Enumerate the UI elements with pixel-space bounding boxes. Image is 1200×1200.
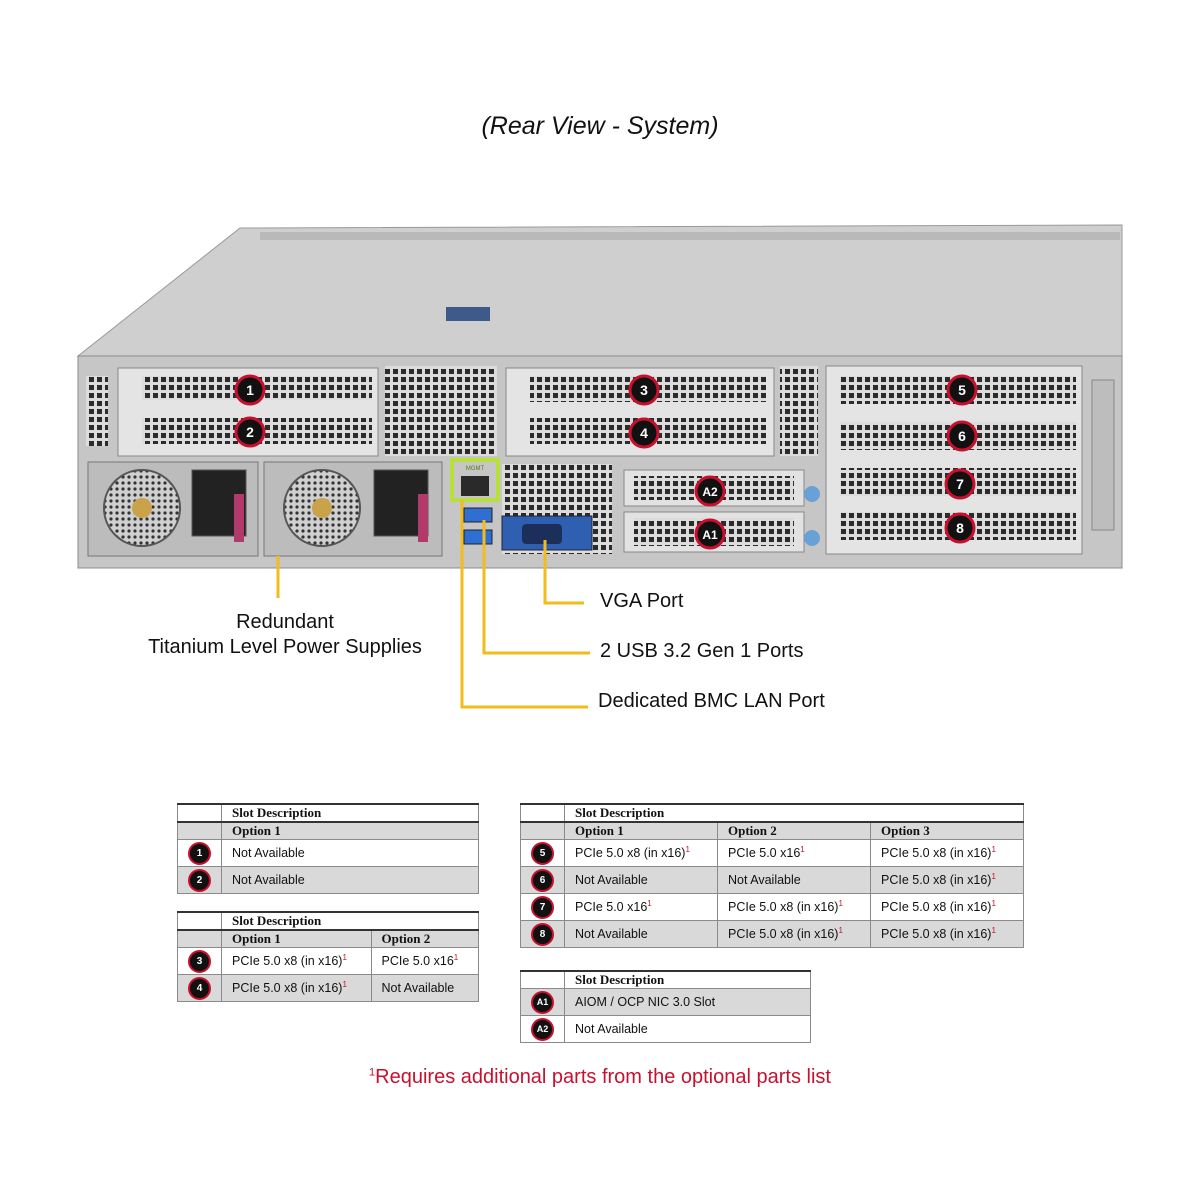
slot-badge: 7 — [531, 895, 554, 919]
chassis-label-tag — [446, 307, 490, 321]
option-header: Option 2 — [717, 821, 871, 840]
footnote-marker: 1 — [838, 926, 843, 936]
usb-port-1 — [463, 507, 493, 523]
slot-badge: 8 — [531, 922, 554, 946]
bmc-callout-label: Dedicated BMC LAN Port — [598, 690, 825, 712]
chassis-slot-badge-label: 7 — [956, 476, 964, 492]
table-cell: PCIe 5.0 x16 — [575, 900, 648, 915]
table-cell: Not Available — [717, 866, 871, 894]
slot-badge: 5 — [531, 841, 554, 865]
slot-badge: 2 — [188, 868, 211, 892]
vga-callout-label: VGA Port — [600, 590, 684, 612]
psu-callout-line2: Titanium Level Power Supplies — [148, 636, 422, 658]
chassis-slot-badge-label: 2 — [246, 424, 254, 440]
table-cell: PCIe 5.0 x8 (in x16) — [575, 846, 686, 861]
option-header: Option 3 — [870, 821, 1024, 840]
footnote-marker: 1 — [453, 953, 459, 963]
option-header: Option 1 — [221, 821, 479, 840]
table-cell: PCIe 5.0 x8 (in x16) — [232, 954, 343, 969]
usb-callout-label: 2 USB 3.2 Gen 1 Ports — [600, 640, 804, 662]
chassis-slot-badge-label: 3 — [640, 382, 648, 398]
chassis-slot-badge-label: A1 — [702, 528, 718, 542]
footnote-marker: 1 — [991, 872, 996, 882]
chassis-slot-badge-8 — [944, 512, 976, 544]
option-header: Option 2 — [370, 929, 479, 948]
table-header: Slot Description — [221, 911, 479, 931]
table-header: Slot Description — [221, 803, 479, 823]
usb-callout-line — [482, 520, 590, 655]
chassis-top-lid — [76, 224, 1123, 357]
slot-badge: A2 — [531, 1017, 554, 1041]
page-title: (Rear View - System) — [481, 112, 719, 140]
table-cell: PCIe 5.0 x16 — [728, 846, 801, 861]
footnote-marker: 1 — [991, 899, 996, 909]
table-cell: PCIe 5.0 x8 (in x16) — [728, 900, 839, 915]
table-cell: PCIe 5.0 x8 (in x16) — [881, 900, 992, 915]
footnote-marker: 1 — [800, 845, 805, 855]
slot-badge: 6 — [531, 868, 554, 892]
footnote-marker: 1 — [685, 845, 690, 855]
table-cell: PCIe 5.0 x16 — [381, 954, 454, 969]
chassis-slot-badge-7 — [944, 468, 976, 500]
table-cell: Not Available — [370, 974, 479, 1002]
table-cell: AIOM / OCP NIC 3.0 Slot — [564, 988, 811, 1016]
chassis-slot-badge-6 — [946, 420, 978, 452]
table-cell: Not Available — [221, 839, 479, 867]
footnote-marker: 1 — [991, 845, 996, 855]
footnote-marker: 1 — [342, 980, 347, 990]
footnote-text: Requires additional parts from the optio… — [375, 1066, 831, 1088]
slot-badge: 4 — [188, 976, 211, 1000]
footnote-marker: 1 — [342, 953, 347, 963]
psu-callout-line1: Redundant — [236, 611, 334, 633]
footnote-marker: 1 — [647, 899, 652, 909]
psu-callout-label: Redundant Titanium Level Power Supplies — [130, 610, 440, 660]
chassis-slot-badge-label: 4 — [640, 425, 648, 441]
chassis-slot-badge-5 — [946, 374, 978, 406]
chassis-slot-badge-label: 1 — [246, 382, 254, 398]
chassis-slot-badge-a1 — [694, 518, 726, 550]
table-cell: PCIe 5.0 x8 (in x16) — [881, 873, 992, 888]
table-cell: PCIe 5.0 x8 (in x16) — [728, 927, 839, 942]
table-cell: Not Available — [221, 866, 479, 894]
footnote-marker: 1 — [991, 926, 996, 936]
slot-table-aiom: Slot Description A1 AIOM / OCP NIC 3.0 Sl… — [520, 970, 811, 1043]
table-cell: PCIe 5.0 x8 (in x16) — [232, 981, 343, 996]
table-header: Slot Description — [564, 803, 1024, 823]
chassis-slot-badge-4 — [628, 417, 660, 449]
footnote-marker: 1 — [838, 899, 843, 909]
table-cell: Not Available — [564, 866, 718, 894]
chassis-slot-badge-label: 6 — [958, 428, 966, 444]
option-header: Option 1 — [564, 821, 718, 840]
table-header: Slot Description — [564, 970, 811, 989]
center-vent — [385, 366, 497, 456]
table-cell: Not Available — [564, 920, 718, 948]
chassis-slot-badge-label: A2 — [702, 485, 718, 499]
bmc-callout-line — [460, 500, 588, 709]
table-cell: PCIe 5.0 x8 (in x16) — [881, 927, 992, 942]
slot-badge: 3 — [188, 949, 211, 973]
chassis-slot-badge-1 — [234, 374, 266, 406]
slot-badge: A1 — [531, 990, 554, 1014]
chassis-slot-badge-3 — [628, 374, 660, 406]
usb-port-2 — [463, 529, 493, 545]
vga-callout-line — [543, 540, 584, 605]
chassis-slot-badge-a2 — [694, 475, 726, 507]
chassis-slot-badge-label: 8 — [956, 520, 964, 536]
bmc-lan-port — [450, 458, 500, 502]
table-cell: PCIe 5.0 x8 (in x16) — [881, 846, 992, 861]
mgmt-label: MGMT — [466, 466, 485, 472]
footnote: 1Requires additional parts from the opti… — [0, 1066, 1200, 1089]
slot-badge: 1 — [188, 841, 211, 865]
table-cell: Not Available — [564, 1015, 811, 1043]
chassis-slot-badge-2 — [234, 416, 266, 448]
option-header: Option 1 — [221, 929, 372, 948]
chassis-slot-badge-label: 5 — [958, 382, 966, 398]
footnote-mark: 1 — [369, 1066, 376, 1079]
